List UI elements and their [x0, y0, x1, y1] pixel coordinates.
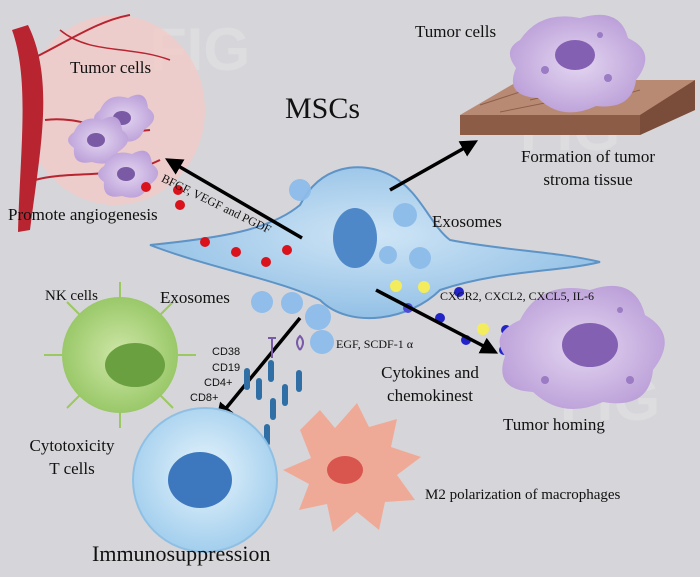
- arrows: [164, 140, 499, 421]
- label-tumor-cells-left: Tumor cells: [70, 58, 152, 77]
- tumor-vessel-group: [12, 14, 205, 232]
- tumor-cell-small: [68, 116, 129, 164]
- t-cell: [132, 407, 278, 553]
- label-egf: EGF, SCDF-1 α: [336, 337, 414, 351]
- tumor-cell-bottom-right: [499, 285, 665, 410]
- label-cytotoxicity-line2: T cells: [49, 459, 95, 478]
- arrow-to-tumor-homing: [375, 288, 499, 354]
- exosomes: [251, 179, 431, 354]
- label-exosomes-left: Exosomes: [160, 288, 230, 307]
- macrophage: [283, 403, 421, 532]
- label-immunosuppression: Immunosuppression: [92, 541, 271, 566]
- label-formation-line1: Formation of tumor: [520, 147, 656, 166]
- label-marker-cd19: CD19: [212, 362, 241, 374]
- label-cytokine-list: CXCR2, CXCL2, CXCL5, IL-6: [440, 289, 595, 303]
- arrow-to-angiogenesis: [164, 158, 303, 240]
- diagram-title: MSCs: [285, 92, 361, 125]
- label-formation-line2: stroma tissue: [543, 170, 633, 189]
- label-promote-angiogenesis: Promote angiogenesis: [8, 205, 158, 224]
- label-cytokines-line2: chemokinest: [387, 386, 473, 405]
- label-nk-cells: NK cells: [45, 288, 98, 304]
- label-marker-cd4: CD4+: [204, 377, 233, 389]
- label-exosomes-right: Exosomes: [432, 212, 502, 231]
- label-m2-polarization: M2 polarization of macrophages: [425, 487, 621, 503]
- growth-factor-dots: [141, 182, 292, 267]
- tumor-cell-top-right: [509, 14, 646, 113]
- label-marker-cd8: CD8+: [190, 392, 219, 404]
- nk-cell: [44, 282, 196, 428]
- label-cytokines-line1: Cytokines and: [381, 363, 479, 382]
- arrow-to-stroma: [389, 140, 479, 192]
- label-tumor-cells-top-right: Tumor cells: [415, 22, 497, 41]
- label-tumor-homing: Tumor homing: [503, 415, 605, 434]
- label-marker-cd38: CD38: [212, 346, 241, 358]
- arrow-to-t-cell: [215, 316, 302, 421]
- label-cytotoxicity-line1: Cytotoxicity: [29, 436, 115, 455]
